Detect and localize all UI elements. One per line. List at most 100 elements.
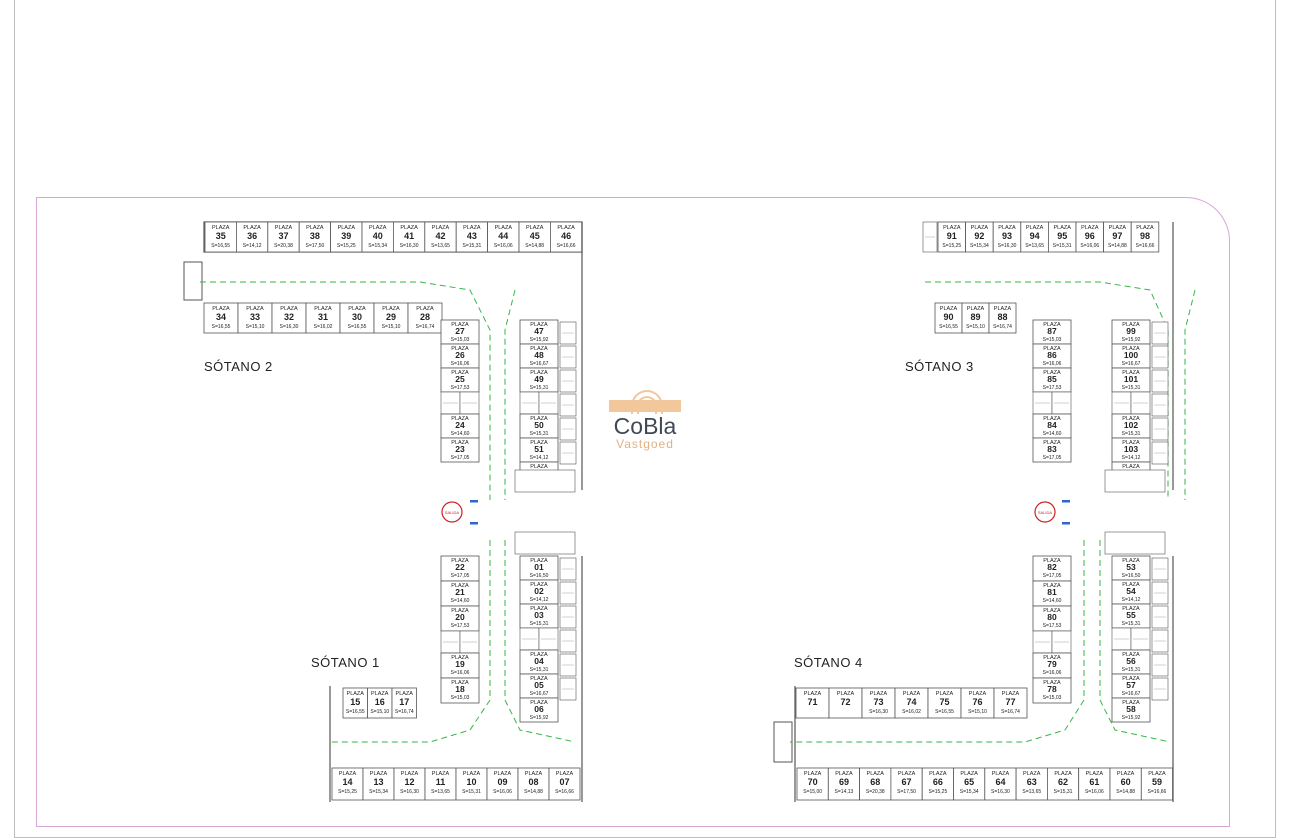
- space-number: 79: [1047, 659, 1057, 669]
- ramp-exit-lower: [514, 531, 576, 555]
- space-number: 76: [972, 697, 982, 707]
- ramp-exit-upper: [514, 469, 576, 493]
- space-area: S=16,06: [1080, 243, 1099, 249]
- space-area: S=20,38: [866, 789, 885, 795]
- space-label: PLAZA: [432, 771, 450, 777]
- space-number: 37: [278, 231, 288, 241]
- storage-unit: [1151, 417, 1169, 441]
- space-label: PLAZA: [212, 306, 230, 312]
- space-number: 83: [1047, 444, 1057, 454]
- space-number: 58: [1126, 704, 1136, 714]
- storage-unit: [1111, 391, 1132, 415]
- space-number: 65: [964, 777, 974, 787]
- emergency-exit-icon: SALIDA: [1034, 501, 1056, 523]
- exit-label: SALIDA: [445, 510, 460, 515]
- space-number: 20: [455, 612, 465, 622]
- storage-unit: [559, 393, 577, 417]
- space-number: 36: [247, 231, 257, 241]
- space-label: PLAZA: [1043, 440, 1061, 446]
- space-label: PLAZA: [451, 558, 469, 564]
- exit-label: SALIDA: [1038, 510, 1053, 515]
- space-area: S=17,05: [451, 455, 470, 461]
- storage-unit: [1151, 369, 1169, 393]
- space-number: 98: [1140, 231, 1150, 241]
- door-marker: [1062, 500, 1070, 503]
- space-number: 17: [399, 697, 409, 707]
- space-label: PLAZA: [1122, 700, 1140, 706]
- ramp-exit-upper: [1104, 469, 1166, 493]
- space-number: 42: [435, 231, 445, 241]
- space-label: PLAZA: [243, 225, 261, 231]
- storage-unit: [559, 581, 577, 605]
- storage-unit: [538, 627, 559, 651]
- storage-unit: [559, 441, 577, 465]
- space-area: S=16,55: [211, 243, 230, 249]
- door-marker: [1062, 522, 1070, 525]
- space-label: PLAZA: [1043, 608, 1061, 614]
- space-number: 27: [455, 326, 465, 336]
- space-area: S=15,00: [803, 789, 822, 795]
- storage-unit: [459, 630, 480, 654]
- space-label: PLAZA: [1122, 322, 1140, 328]
- space-area: S=15,10: [968, 709, 987, 715]
- space-label: PLAZA: [530, 558, 548, 564]
- space-number: 10: [466, 777, 476, 787]
- space-label: PLAZA: [530, 700, 548, 706]
- space-area: S=16,30: [869, 709, 888, 715]
- space-label: PLAZA: [451, 680, 469, 686]
- space-area: S=13,65: [1022, 789, 1041, 795]
- space-label: PLAZA: [1043, 346, 1061, 352]
- space-label: PLAZA: [370, 771, 388, 777]
- space-label: PLAZA: [494, 771, 512, 777]
- space-number: 13: [373, 777, 383, 787]
- space-number: 19: [455, 659, 465, 669]
- space-area: S=14,12: [1122, 597, 1141, 603]
- logo-subtitle: Vastgoed: [616, 437, 674, 451]
- space-area: S=16,55: [346, 709, 365, 715]
- space-area: S=16,06: [494, 243, 513, 249]
- space-label: PLAZA: [525, 771, 543, 777]
- space-label: PLAZA: [1081, 225, 1099, 231]
- space-area: S=15,03: [451, 337, 470, 343]
- space-area: S=15,25: [928, 789, 947, 795]
- space-area: S=15,31: [530, 667, 549, 673]
- storage-unit: [440, 391, 461, 415]
- space-number: 18: [455, 684, 465, 694]
- space-number: 87: [1047, 326, 1057, 336]
- space-number: 82: [1047, 562, 1057, 572]
- space-area: S=16,30: [400, 789, 419, 795]
- space-area: S=16,55: [935, 709, 954, 715]
- space-label: PLAZA: [870, 691, 888, 697]
- space-label: PLAZA: [837, 691, 855, 697]
- space-area: S=16,02: [314, 324, 333, 330]
- space-area: S=14,60: [451, 598, 470, 604]
- space-area: S=15,25: [337, 243, 356, 249]
- space-label: PLAZA: [530, 416, 548, 422]
- storage-unit: [1130, 391, 1151, 415]
- space-area: S=16,67: [1122, 691, 1141, 697]
- space-area: S=15,10: [382, 324, 401, 330]
- space-number: 38: [310, 231, 320, 241]
